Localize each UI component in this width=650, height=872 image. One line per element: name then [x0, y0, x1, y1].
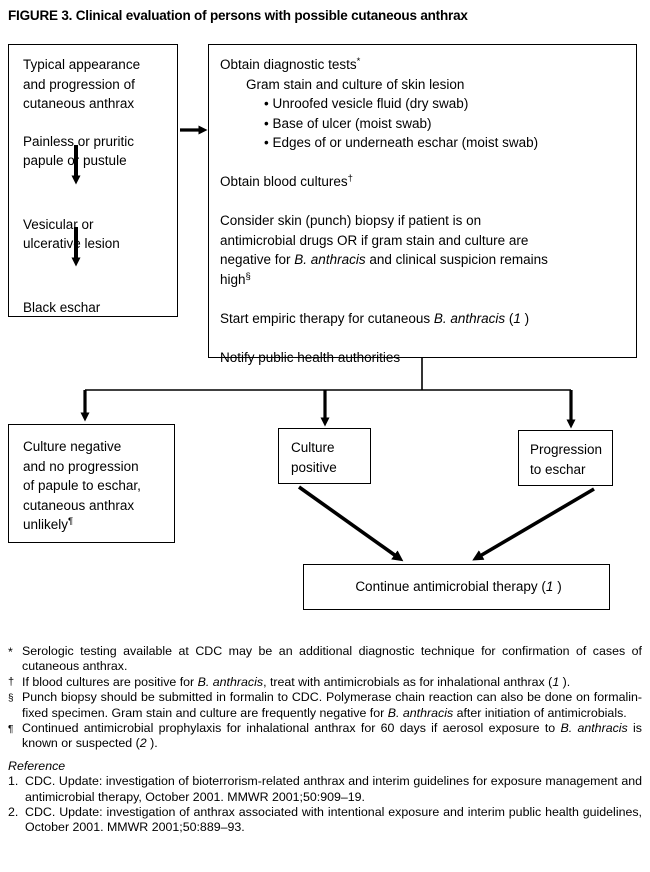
empiric-species: B. anthracis [433, 310, 506, 326]
bullet-3-text: Edges of or underneath eschar (moist swa… [272, 135, 539, 150]
footnote-marker-dagger: † [347, 173, 353, 184]
empiric-d: ) [520, 310, 530, 326]
footnote-4-text: Continued antimicrobial prophylaxis for … [22, 721, 642, 752]
footnotes: * Serologic testing available at CDC may… [8, 644, 642, 836]
footnote-4-c: ). [146, 736, 158, 751]
footnote-2-marker: † [8, 675, 15, 688]
flowchart: Typical appearance and progression of cu… [8, 44, 637, 610]
footnote-3-text: Punch biopsy should be submitted in form… [22, 690, 642, 721]
footnote-1-text: Serologic testing available at CDC may b… [22, 644, 642, 674]
diagnostics-bullet-1: • Unroofed vesicle fluid (dry swab) [264, 96, 469, 111]
footnote-2-b: , treat with antimicrobials as for inhal… [263, 674, 553, 689]
footnote-4-a: Continued antimicrobial prophylaxis for … [22, 721, 561, 736]
footnote-1-marker: * [8, 645, 13, 659]
bullet-2-text: Base of ulcer (moist swab) [272, 115, 432, 131]
empiric-reference-number: 1 [513, 310, 521, 326]
biopsy-line-3: negative for B. anthracis and clinical s… [220, 250, 636, 270]
progression-line-4: Black eschar [23, 299, 101, 315]
footnote-2-reference-number: 1 [552, 674, 560, 689]
culture-positive-box[interactable]: Culture positive [278, 428, 371, 484]
biopsy-4: high [220, 271, 246, 287]
footnote-3-a: Punch biopsy should be submitted in form… [22, 690, 642, 720]
continue-b: ) [553, 579, 562, 595]
continue-antimicrobial-therapy-box[interactable]: Continue antimicrobial therapy (1 ) [303, 564, 610, 610]
progression-to-eschar-box[interactable]: Progression to eschar [518, 430, 613, 486]
footnote-2-species: B. anthracis [197, 674, 264, 689]
empiric-c: ( [505, 310, 514, 326]
footnote-4-reference-number: 2 [139, 736, 147, 751]
notify-authorities-line: Notify public health authorities [220, 349, 401, 365]
spacer [220, 153, 636, 173]
footnote-4-b: is known or suspected ( [22, 721, 642, 751]
footnote-3-species: B. anthracis [387, 705, 454, 720]
continue-reference-number: 1 [545, 579, 554, 595]
footnote-4: ¶ Continued antimicrobial prophylaxis fo… [8, 721, 642, 752]
empiric-therapy-line: Start empiric therapy for cutaneous B. a… [220, 309, 636, 329]
footnote-2-c: ). [559, 674, 571, 689]
arrow-progression-to-continue [472, 487, 595, 561]
footnote-2-a: If blood cultures are positive for [22, 674, 198, 689]
spacer [23, 114, 177, 132]
biopsy-3a: negative for [220, 252, 295, 267]
spacer [220, 289, 636, 309]
arrow-spacer-2 [23, 254, 177, 298]
empiric-a: Start empiric therapy for cutaneous [220, 310, 434, 326]
distribution-bus [85, 358, 571, 391]
biopsy-species: B. anthracis [294, 252, 366, 267]
bullet-1-text: Unroofed vesicle fluid (dry swab) [272, 96, 469, 111]
footnote-1: * Serologic testing available at CDC may… [8, 644, 642, 675]
figure-title: FIGURE 3. Clinical evaluation of persons… [8, 8, 468, 23]
culture-positive-text: Culture positive [291, 440, 337, 475]
reference-1-number: 1. [8, 774, 19, 789]
obtain-blood-cultures-line: Obtain blood cultures† [220, 172, 636, 192]
progression-to-eschar-text: Progression to eschar [530, 442, 603, 477]
reference-2-text: CDC. Update: investigation of anthrax as… [25, 805, 642, 835]
culture-negative-text: Culture negative and no progression of p… [23, 439, 141, 532]
diagnostics-bullet-2: • Base of ulcer (moist swab) [264, 115, 432, 131]
diagnostics-subheading: Gram stain and culture of skin lesion [246, 76, 465, 92]
footnote-4-species: B. anthracis [560, 721, 628, 736]
footnote-marker-star: * [356, 56, 361, 67]
footnote-3-b: after initiation of antimicrobials. [453, 705, 627, 720]
flowchart-connectors [80, 125, 595, 562]
progression-line-1: Typical appearance and progression of cu… [23, 57, 141, 111]
progression-line-2: Painless or pruritic papule or pustule [23, 133, 135, 169]
obtain-diagnostic-tests-box[interactable]: Obtain diagnostic tests* Gram stain and … [208, 44, 637, 365]
footnote-marker-pilcrow: ¶ [68, 516, 74, 527]
arrow-culture-positive-to-continue [297, 485, 404, 562]
footnote-marker-section: § [245, 270, 251, 282]
arrow-spacer-1 [23, 171, 177, 215]
footnote-2-text: If blood cultures are positive for B. an… [22, 675, 642, 690]
reference-heading: Reference [8, 758, 66, 773]
continue-therapy-text: Continue antimicrobial therapy (1 ) [351, 577, 561, 597]
diagnostics-bullet-3: • Edges of or underneath eschar (moist s… [264, 135, 539, 150]
footnote-3: § Punch biopsy should be submitted in fo… [8, 690, 642, 721]
biopsy-3c: and clinical suspicion remains [365, 252, 548, 267]
progression-line-3: Vesicular or ulcerative lesion [23, 216, 120, 252]
spacer [220, 192, 636, 212]
footnote-4-marker: ¶ [8, 724, 14, 736]
biopsy-line-2: antimicrobial drugs OR if gram stain and… [220, 232, 529, 248]
continue-a: Continue antimicrobial therapy ( [355, 579, 546, 595]
reference-item-1: 1. CDC. Update: investigation of bioterr… [8, 774, 642, 805]
spacer [220, 328, 636, 348]
blood-cultures-text: Obtain blood cultures [220, 174, 348, 189]
footnote-3-marker: § [8, 693, 14, 705]
reference-item-2: 2. CDC. Update: investigation of anthrax… [8, 805, 642, 836]
footnote-2: † If blood cultures are positive for B. … [8, 675, 642, 690]
diagnostics-heading: Obtain diagnostic tests* [220, 55, 636, 75]
culture-negative-box[interactable]: Culture negative and no progression of p… [8, 424, 175, 543]
biopsy-line-4: high§ [220, 270, 636, 290]
typical-appearance-box[interactable]: Typical appearance and progression of cu… [8, 44, 178, 317]
reference-2-number: 2. [8, 805, 19, 820]
biopsy-line-1: Consider skin (punch) biopsy if patient … [220, 213, 482, 228]
diagnostics-heading-text: Obtain diagnostic tests [220, 57, 357, 72]
reference-1-text: CDC. Update: investigation of bioterrori… [25, 774, 642, 804]
